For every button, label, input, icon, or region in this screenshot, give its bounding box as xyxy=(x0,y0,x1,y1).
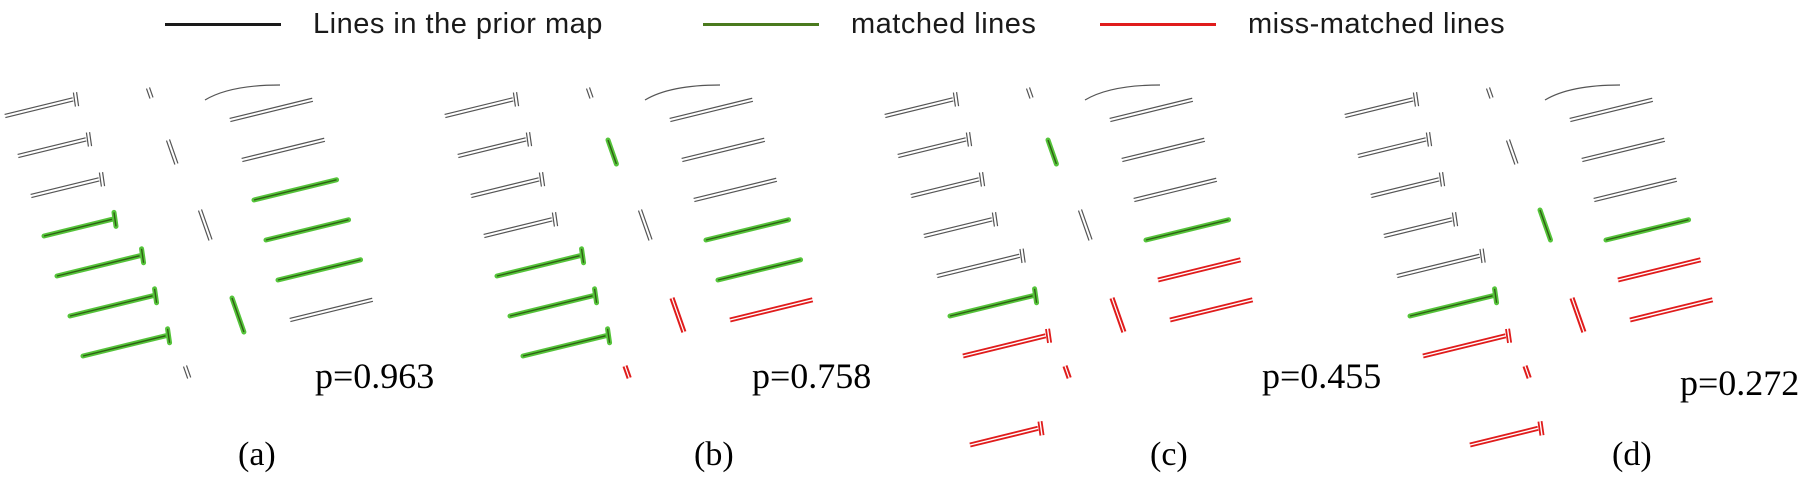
panel-b-caption: (b) xyxy=(694,436,734,473)
line-map-figure xyxy=(4,84,1714,448)
legend-label-mismatched: miss-matched lines xyxy=(1248,7,1506,40)
legend-item-prior: Lines in the prior map xyxy=(165,4,603,44)
legend-item-mismatched: miss-matched lines xyxy=(1100,4,1505,44)
panel-d-caption: (d) xyxy=(1612,436,1652,473)
legend-label-matched: matched lines xyxy=(851,7,1037,40)
panel-c-caption: (c) xyxy=(1150,436,1188,473)
panel-b-p-value: p=0.758 xyxy=(752,356,872,396)
legend-swatch-mismatched xyxy=(1100,22,1216,26)
panel-a-p-value: p=0.963 xyxy=(315,356,435,396)
legend: Lines in the prior map matched lines mis… xyxy=(0,0,1815,56)
panel-b-map xyxy=(444,84,814,379)
panel-a-map xyxy=(4,84,374,379)
panel-c-map xyxy=(884,84,1254,448)
legend-swatch-prior xyxy=(165,22,281,26)
panel-a-caption: (a) xyxy=(238,436,276,473)
legend-label-prior: Lines in the prior map xyxy=(313,7,603,40)
legend-item-matched: matched lines xyxy=(703,4,1036,44)
panel-d-p-value: p=0.272 xyxy=(1680,363,1800,403)
panel-c-p-value: p=0.455 xyxy=(1262,356,1382,396)
panel-d-map xyxy=(1344,84,1714,448)
legend-swatch-matched xyxy=(703,22,819,26)
